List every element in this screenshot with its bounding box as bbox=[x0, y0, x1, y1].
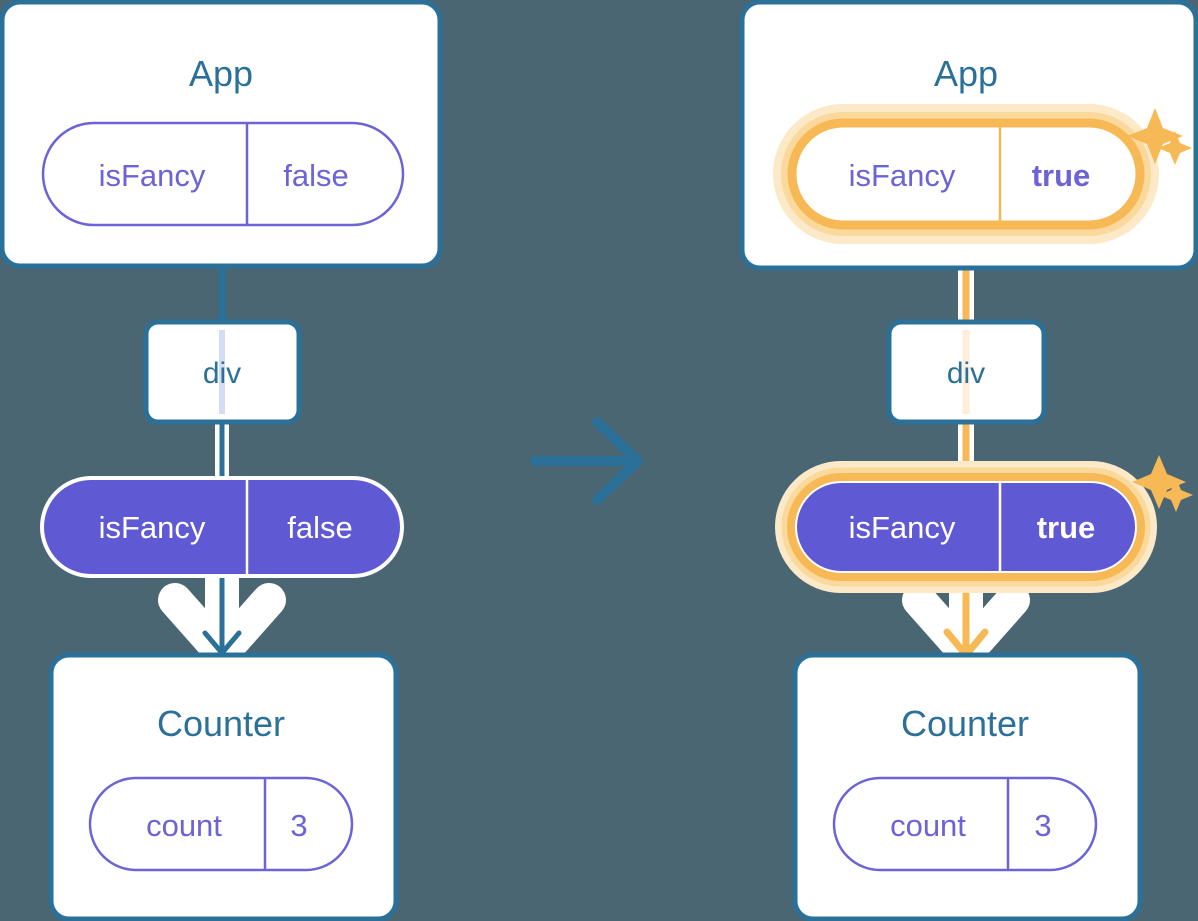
state-pill-isfancy-after-key: isFancy bbox=[849, 158, 956, 193]
sparkle-small-icon-2 bbox=[1159, 478, 1193, 512]
arrow-right-icon bbox=[530, 417, 643, 505]
state-pill-isfancy-after[interactable]: isFancy true bbox=[773, 104, 1159, 244]
transition-arrow bbox=[530, 417, 643, 505]
props-pill-isfancy-after-value: true bbox=[1037, 510, 1096, 545]
sparkle-large-icon bbox=[1127, 108, 1183, 164]
state-pill-count-after-value: 3 bbox=[1034, 808, 1051, 843]
state-pill-isfancy-before-value: false bbox=[283, 158, 348, 193]
props-pill-isfancy-before-value: false bbox=[287, 510, 352, 545]
div-box-before[interactable]: div bbox=[143, 319, 302, 425]
sparkle-small-icon bbox=[1158, 131, 1192, 165]
props-pill-isfancy-before-shape bbox=[44, 480, 400, 574]
props-pill-isfancy-before[interactable]: isFancy false bbox=[40, 476, 404, 578]
props-pill-isfancy-after-glow bbox=[775, 461, 1157, 593]
state-pill-isfancy-after-ring bbox=[787, 118, 1145, 230]
state-pill-isfancy-before-key: isFancy bbox=[99, 158, 206, 193]
app-box-before-title: App bbox=[189, 53, 253, 94]
div-box-after[interactable]: div bbox=[886, 319, 1047, 425]
props-pill-isfancy-after-ring-soft bbox=[781, 467, 1151, 587]
app-box-after-title: App bbox=[934, 53, 998, 94]
state-pill-count-before-shape bbox=[88, 776, 354, 872]
div-box-after-label: div bbox=[947, 357, 985, 390]
state-pill-count-before-value: 3 bbox=[290, 808, 307, 843]
state-pill-isfancy-after-value: true bbox=[1032, 158, 1091, 193]
div-box-before-label: div bbox=[203, 357, 241, 390]
sparkles-icon-app-after bbox=[1127, 108, 1192, 165]
state-pill-count-after[interactable]: count 3 bbox=[832, 776, 1098, 872]
state-pill-isfancy-before-shape bbox=[41, 121, 405, 227]
counter-box-before-title: Counter bbox=[157, 703, 285, 744]
state-pill-isfancy-before[interactable]: isFancy false bbox=[41, 121, 405, 227]
state-pill-count-after-shape bbox=[832, 776, 1098, 872]
state-pill-isfancy-after-ring-soft bbox=[781, 112, 1151, 236]
state-pill-count-before[interactable]: count 3 bbox=[88, 776, 354, 872]
props-pill-isfancy-after-shape bbox=[797, 483, 1135, 571]
props-pill-isfancy-after[interactable]: isFancy true bbox=[775, 461, 1157, 593]
after-diagram: App isFancy true bbox=[739, 0, 1198, 921]
sparkles-icon-props-after bbox=[1132, 455, 1193, 512]
props-pill-isfancy-before-key: isFancy bbox=[99, 510, 206, 545]
before-diagram: App isFancy false div isFancy bbox=[0, 0, 443, 921]
sparkle-large-icon-2 bbox=[1132, 455, 1186, 509]
counter-box-after-title: Counter bbox=[901, 703, 1029, 744]
props-pill-isfancy-after-key: isFancy bbox=[849, 510, 956, 545]
state-pill-count-before-key: count bbox=[146, 808, 222, 843]
state-pill-isfancy-after-glow bbox=[773, 104, 1159, 244]
state-pill-count-after-key: count bbox=[890, 808, 966, 843]
